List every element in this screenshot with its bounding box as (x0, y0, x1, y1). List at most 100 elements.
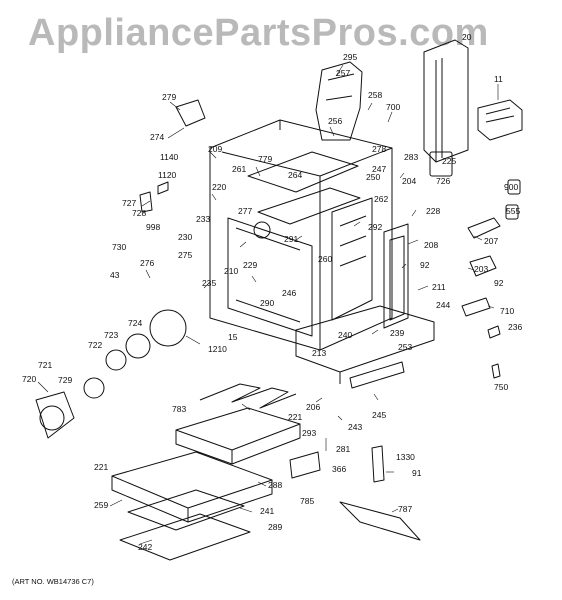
part-callout: 295 (343, 52, 357, 62)
part-callout: 260 (318, 254, 332, 264)
brackets (289, 361, 421, 541)
part-callout: 276 (140, 258, 154, 268)
part-callout: 208 (424, 240, 438, 250)
part-callout: 728 (132, 208, 146, 218)
part-callout: 724 (128, 318, 142, 328)
part-callout: 244 (436, 300, 450, 310)
part-callout: 92 (420, 260, 430, 270)
part-callout: 91 (412, 468, 422, 478)
part-callout: 241 (260, 506, 274, 516)
part-callout: 729 (58, 375, 72, 385)
part-callout: 1330 (396, 452, 415, 462)
drawer-tray (111, 451, 273, 523)
part-callout: 1140 (160, 152, 179, 162)
part-callout: 750 (494, 382, 508, 392)
part-callout: 203 (474, 264, 488, 274)
part-callout: 242 (138, 542, 152, 552)
part-callout: 204 (402, 176, 416, 186)
part-callout: 283 (404, 152, 418, 162)
broiler-pan (175, 407, 301, 465)
part-callout: 900 (504, 182, 518, 192)
part-callout: 787 (398, 504, 412, 514)
part-callout: 727 (122, 198, 136, 208)
lower-element (119, 489, 251, 561)
convection-fan (35, 309, 187, 439)
part-callout: 240 (338, 330, 352, 340)
part-callout: 1210 (208, 344, 227, 354)
part-callout: 230 (178, 232, 192, 242)
part-callout: 209 (208, 144, 222, 154)
part-callout: 261 (232, 164, 246, 174)
part-callout: 723 (104, 330, 118, 340)
part-callout: 213 (312, 348, 326, 358)
terminal-block (477, 99, 523, 141)
part-callout: 785 (300, 496, 314, 506)
part-callout: 279 (162, 92, 176, 102)
part-callout: 221 (94, 462, 108, 472)
part-callout: 288 (268, 480, 282, 490)
part-callout: 256 (328, 116, 342, 126)
part-callout: 225 (442, 156, 456, 166)
part-callout: 721 (38, 360, 52, 370)
part-callout: 275 (178, 250, 192, 260)
part-callout: 239 (390, 328, 404, 338)
art-number: (ART NO. WB14736 C7) (12, 577, 94, 586)
part-callout: 236 (508, 322, 522, 332)
misc-components (429, 151, 521, 379)
right-side-panel (383, 223, 409, 329)
part-callout: 700 (386, 102, 400, 112)
part-callout: 250 (366, 172, 380, 182)
part-callout: 710 (500, 306, 514, 316)
part-callout: 11 (494, 74, 503, 84)
part-callout: 245 (372, 410, 386, 420)
part-callout: 281 (336, 444, 350, 454)
part-callout: 233 (196, 214, 210, 224)
part-callout: 229 (243, 260, 257, 270)
part-callout: 1120 (158, 170, 177, 180)
part-callout: 277 (238, 206, 252, 216)
part-callout: 278 (372, 144, 386, 154)
part-callout: 274 (150, 132, 164, 142)
part-callout: 258 (368, 90, 382, 100)
part-callout: 210 (224, 266, 238, 276)
part-callout: 243 (348, 422, 362, 432)
bottom-frame (295, 305, 435, 384)
part-callout: 211 (432, 282, 446, 292)
leader-lines (37, 64, 499, 545)
part-callout: 779 (258, 154, 272, 164)
part-callout: 259 (94, 500, 108, 510)
part-callout: 555 (506, 206, 520, 216)
part-callout: 206 (306, 402, 320, 412)
part-callout: 291 (284, 234, 298, 244)
side-panel (423, 39, 469, 163)
part-callout: 289 (268, 522, 282, 532)
part-callout: 722 (88, 340, 102, 350)
control-switches (139, 99, 206, 213)
part-callout: 228 (426, 206, 440, 216)
part-callout: 257 (336, 68, 350, 78)
oven-cabinet (209, 119, 393, 351)
part-callout: 720 (22, 374, 36, 384)
watermark: AppliancePartsPros.com (28, 12, 489, 54)
part-callout: 43 (110, 270, 120, 280)
part-callout: 253 (398, 342, 412, 352)
part-callout: 221 (288, 412, 302, 422)
part-callout: 292 (368, 222, 382, 232)
part-callout: 207 (484, 236, 498, 246)
vent-duct (315, 61, 363, 141)
part-callout: 293 (302, 428, 316, 438)
part-callout: 730 (112, 242, 126, 252)
part-callout: 726 (436, 176, 450, 186)
part-callout: 247 (372, 164, 386, 174)
part-callout: 15 (228, 332, 238, 342)
part-callout: 998 (146, 222, 160, 232)
part-callout: 220 (212, 182, 226, 192)
part-callout: 264 (288, 170, 302, 180)
part-callout: 783 (172, 404, 186, 414)
bake-element (199, 383, 297, 409)
part-callout: 366 (332, 464, 346, 474)
part-callout: 20 (462, 32, 472, 42)
part-callout: 235 (202, 278, 216, 288)
